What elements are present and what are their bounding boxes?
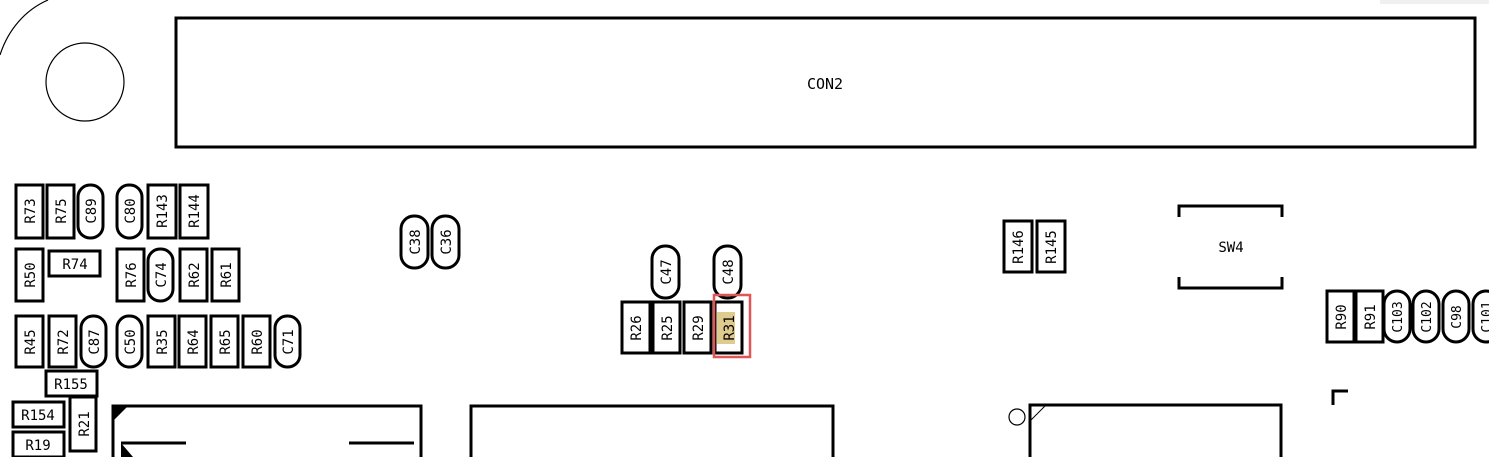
capacitor-c102[interactable]: C102 (1411, 289, 1441, 344)
component-label: R45 (23, 329, 39, 354)
resistor-r154[interactable]: R154 (11, 400, 66, 429)
component-label: R31 (722, 315, 738, 340)
top-right-scrollbar-stub[interactable] (1380, 0, 1489, 4)
pin1-marker (1008, 408, 1026, 426)
component-label: R90 (1334, 304, 1350, 329)
resistor-r75[interactable]: R75 (45, 183, 76, 240)
component-label: R146 (1011, 230, 1027, 264)
capacitor-c98[interactable]: C98 (1441, 289, 1471, 344)
component-label: R91 (1363, 304, 1379, 329)
component-label: C71 (281, 329, 297, 354)
component-label: C38 (408, 229, 424, 254)
component-label: R62 (187, 262, 203, 287)
component-label: C98 (1450, 305, 1465, 328)
component-label: C48 (721, 259, 737, 284)
component-label: R75 (54, 198, 70, 223)
capacitor-c36[interactable]: C36 (430, 214, 461, 270)
component-label: R19 (25, 438, 50, 454)
component-label: C74 (154, 262, 170, 287)
board-corner-outline (0, 0, 49, 56)
sw4-label: SW4 (1218, 240, 1243, 256)
resistor-r61[interactable]: R61 (210, 247, 241, 303)
component-label: C36 (439, 229, 455, 254)
component-label: R25 (660, 315, 676, 340)
capacitor-c89[interactable]: C89 (76, 183, 105, 240)
capacitor-c103[interactable]: C103 (1382, 289, 1412, 344)
component-label: R50 (23, 262, 39, 287)
resistor-r60[interactable]: R60 (241, 314, 272, 369)
switch-sw4[interactable]: SW4 (1177, 204, 1284, 290)
component-label: R64 (186, 329, 202, 354)
component-label: R73 (23, 198, 39, 223)
capacitor-c38[interactable]: C38 (399, 214, 430, 270)
capacitor-c74[interactable]: C74 (146, 247, 175, 303)
component-label: C80 (123, 198, 139, 223)
resistor-r25[interactable]: R25 (651, 300, 682, 355)
component-label: R155 (54, 377, 88, 393)
resistor-r26[interactable]: R26 (620, 300, 652, 355)
component-label: R65 (218, 329, 234, 354)
component-label: C87 (87, 329, 103, 354)
resistor-r146[interactable]: R146 (1002, 219, 1034, 274)
resistor-r72[interactable]: R72 (47, 314, 78, 369)
capacitor-c47[interactable]: C47 (650, 244, 681, 300)
resistor-r143[interactable]: R143 (146, 183, 178, 240)
resistor-r65[interactable]: R65 (209, 314, 240, 369)
capacitor-c80[interactable]: C80 (115, 183, 144, 240)
component-label: R72 (56, 329, 72, 354)
resistor-r145[interactable]: R145 (1035, 219, 1067, 274)
component-label: R29 (691, 315, 707, 340)
ic-left-bottom[interactable] (111, 404, 423, 457)
capacitor-c48[interactable]: C48 (712, 244, 743, 300)
con2-label: CON2 (807, 75, 843, 93)
resistor-r45[interactable]: R45 (14, 314, 45, 369)
ic-center-bottom[interactable] (469, 404, 835, 457)
resistor-r155[interactable]: R155 (44, 369, 99, 398)
resistor-r35[interactable]: R35 (146, 314, 177, 369)
capacitor-c50[interactable]: C50 (115, 314, 144, 369)
component-label: C89 (84, 198, 100, 223)
component-label: C103 (1391, 301, 1406, 332)
corner-mark (1331, 389, 1348, 405)
resistor-r91[interactable]: R91 (1354, 289, 1385, 344)
component-label: C101 (1480, 301, 1489, 332)
resistor-r29[interactable]: R29 (682, 300, 713, 355)
component-label: R154 (21, 408, 55, 424)
resistor-r144[interactable]: R144 (178, 183, 210, 240)
ic-right-bottom[interactable] (1008, 403, 1283, 457)
component-label: C47 (659, 259, 675, 284)
component-label: R76 (124, 262, 140, 287)
capacitor-c71[interactable]: C71 (273, 314, 302, 369)
component-label: C50 (123, 329, 139, 354)
capacitor-c87[interactable]: C87 (79, 314, 108, 369)
component-label: R60 (250, 329, 266, 354)
resistor-r50[interactable]: R50 (14, 247, 45, 303)
resistor-r74[interactable]: R74 (47, 249, 102, 278)
r31-highlight-fill (717, 312, 735, 344)
resistor-r21[interactable]: R21 (68, 395, 98, 453)
resistor-r76[interactable]: R76 (115, 247, 146, 303)
connector-con2[interactable]: CON2 (174, 16, 1477, 149)
component-label: R61 (219, 262, 235, 287)
component-label: R21 (77, 411, 93, 436)
resistor-r73[interactable]: R73 (14, 183, 45, 240)
component-label: R144 (187, 194, 203, 228)
resistor-r19[interactable]: R19 (11, 430, 66, 457)
component-label: R143 (155, 194, 171, 228)
component-label: R145 (1044, 230, 1060, 264)
component-label: C102 (1420, 301, 1435, 332)
capacitor-c101[interactable]: C101 (1471, 289, 1489, 344)
component-label: R74 (62, 257, 87, 273)
mounting-hole (45, 42, 125, 122)
selection-highlight-box (712, 293, 752, 359)
resistor-r90[interactable]: R90 (1325, 289, 1356, 344)
component-label: R35 (155, 329, 171, 354)
resistor-r62[interactable]: R62 (178, 247, 209, 303)
component-label: R26 (629, 315, 645, 340)
resistor-r64[interactable]: R64 (177, 314, 208, 369)
